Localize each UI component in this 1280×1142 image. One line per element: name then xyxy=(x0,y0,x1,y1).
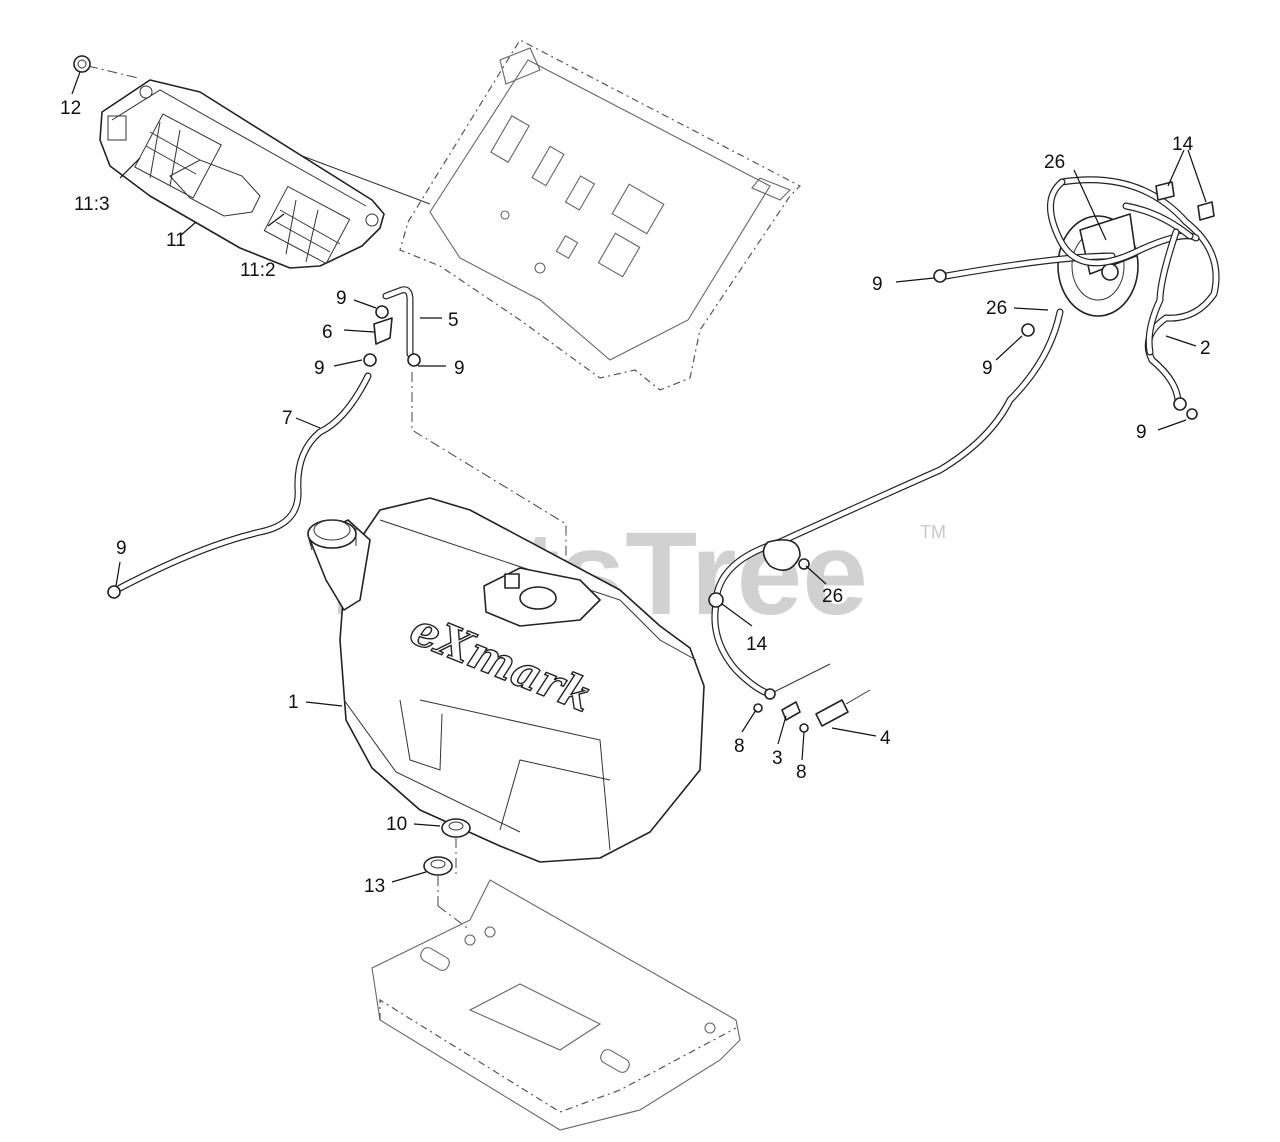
callout-9-filter-bottom: 9 xyxy=(982,358,993,379)
callout-8-right: 8 xyxy=(796,762,807,783)
callout-labels: 12 11:3 11 11:2 9 6 9 5 9 7 9 1 10 13 9 … xyxy=(60,98,1211,897)
callout-9-hose-end: 9 xyxy=(116,538,127,559)
watermark-trademark: TM xyxy=(920,522,946,542)
hose-clamps-right xyxy=(708,181,1215,608)
callout-14-bottom: 14 xyxy=(746,634,768,655)
callout-9-hose-right: 9 xyxy=(1136,422,1147,443)
leader-lines xyxy=(71,71,1207,883)
callout-6: 6 xyxy=(322,322,333,343)
vent-fitting xyxy=(363,286,421,367)
frame-panel-ghost xyxy=(399,39,802,391)
callout-26-clip: 26 xyxy=(822,586,843,607)
callout-9-filter-left: 9 xyxy=(872,274,883,295)
callout-7: 7 xyxy=(282,408,293,429)
tank-mount-plate xyxy=(371,879,741,1131)
callout-5: 5 xyxy=(448,310,459,331)
callout-26-top: 26 xyxy=(1044,152,1065,173)
callout-8-left: 8 xyxy=(734,736,745,757)
callout-26-mid: 26 xyxy=(986,298,1007,319)
fuel-hose-main xyxy=(711,176,1220,698)
callout-14-top: 14 xyxy=(1172,134,1194,155)
control-panel xyxy=(99,79,385,269)
callout-9-top: 9 xyxy=(336,288,347,309)
callout-11-3: 11:3 xyxy=(74,194,110,215)
callout-2: 2 xyxy=(1200,338,1211,359)
vent-hose-left xyxy=(107,372,372,599)
knob xyxy=(73,55,91,73)
decal-left xyxy=(107,113,222,199)
callout-12: 12 xyxy=(60,98,81,119)
decal-right xyxy=(263,185,351,265)
callout-13: 13 xyxy=(364,876,385,897)
callout-10: 10 xyxy=(386,814,407,835)
grommets xyxy=(423,818,471,876)
callout-11: 11 xyxy=(166,230,186,251)
callout-1: 1 xyxy=(288,692,299,713)
callout-11-2: 11:2 xyxy=(240,260,276,281)
fuel-tank: eXmark xyxy=(307,497,705,863)
callout-9-left: 9 xyxy=(314,358,325,379)
callout-4: 4 xyxy=(880,728,891,749)
inline-filter-parts xyxy=(753,663,871,733)
callout-9-right: 9 xyxy=(454,358,465,379)
callout-3: 3 xyxy=(772,748,783,769)
